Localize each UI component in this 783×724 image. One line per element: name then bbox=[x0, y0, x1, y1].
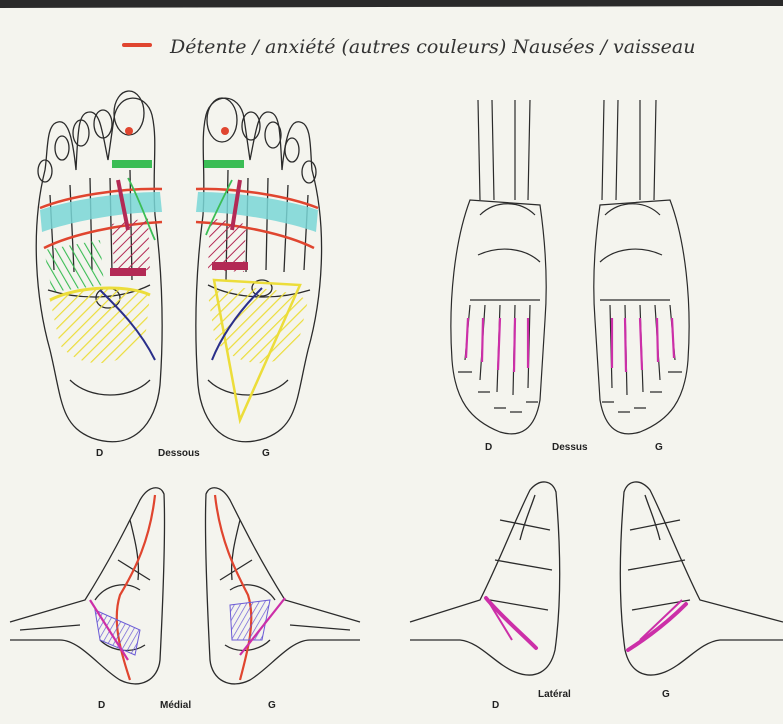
medial-left-label: D bbox=[98, 700, 105, 711]
medial-right-label: G bbox=[268, 700, 276, 711]
lateral-right-label: G bbox=[662, 689, 670, 700]
dessous-left-label: D bbox=[96, 448, 103, 459]
medial-title: Médial bbox=[160, 700, 191, 711]
dessous-right-label: G bbox=[262, 448, 270, 459]
dessus-title: Dessus bbox=[552, 442, 588, 453]
dessus-left-label: D bbox=[485, 442, 492, 453]
handwritten-legend-note: Détente / anxiété (autres couleurs) Naus… bbox=[169, 36, 695, 58]
dessus-right-label: G bbox=[655, 442, 663, 453]
lateral-title: Latéral bbox=[538, 689, 571, 700]
lateral-left-label: D bbox=[492, 700, 499, 711]
dessous-title: Dessous bbox=[158, 448, 200, 459]
